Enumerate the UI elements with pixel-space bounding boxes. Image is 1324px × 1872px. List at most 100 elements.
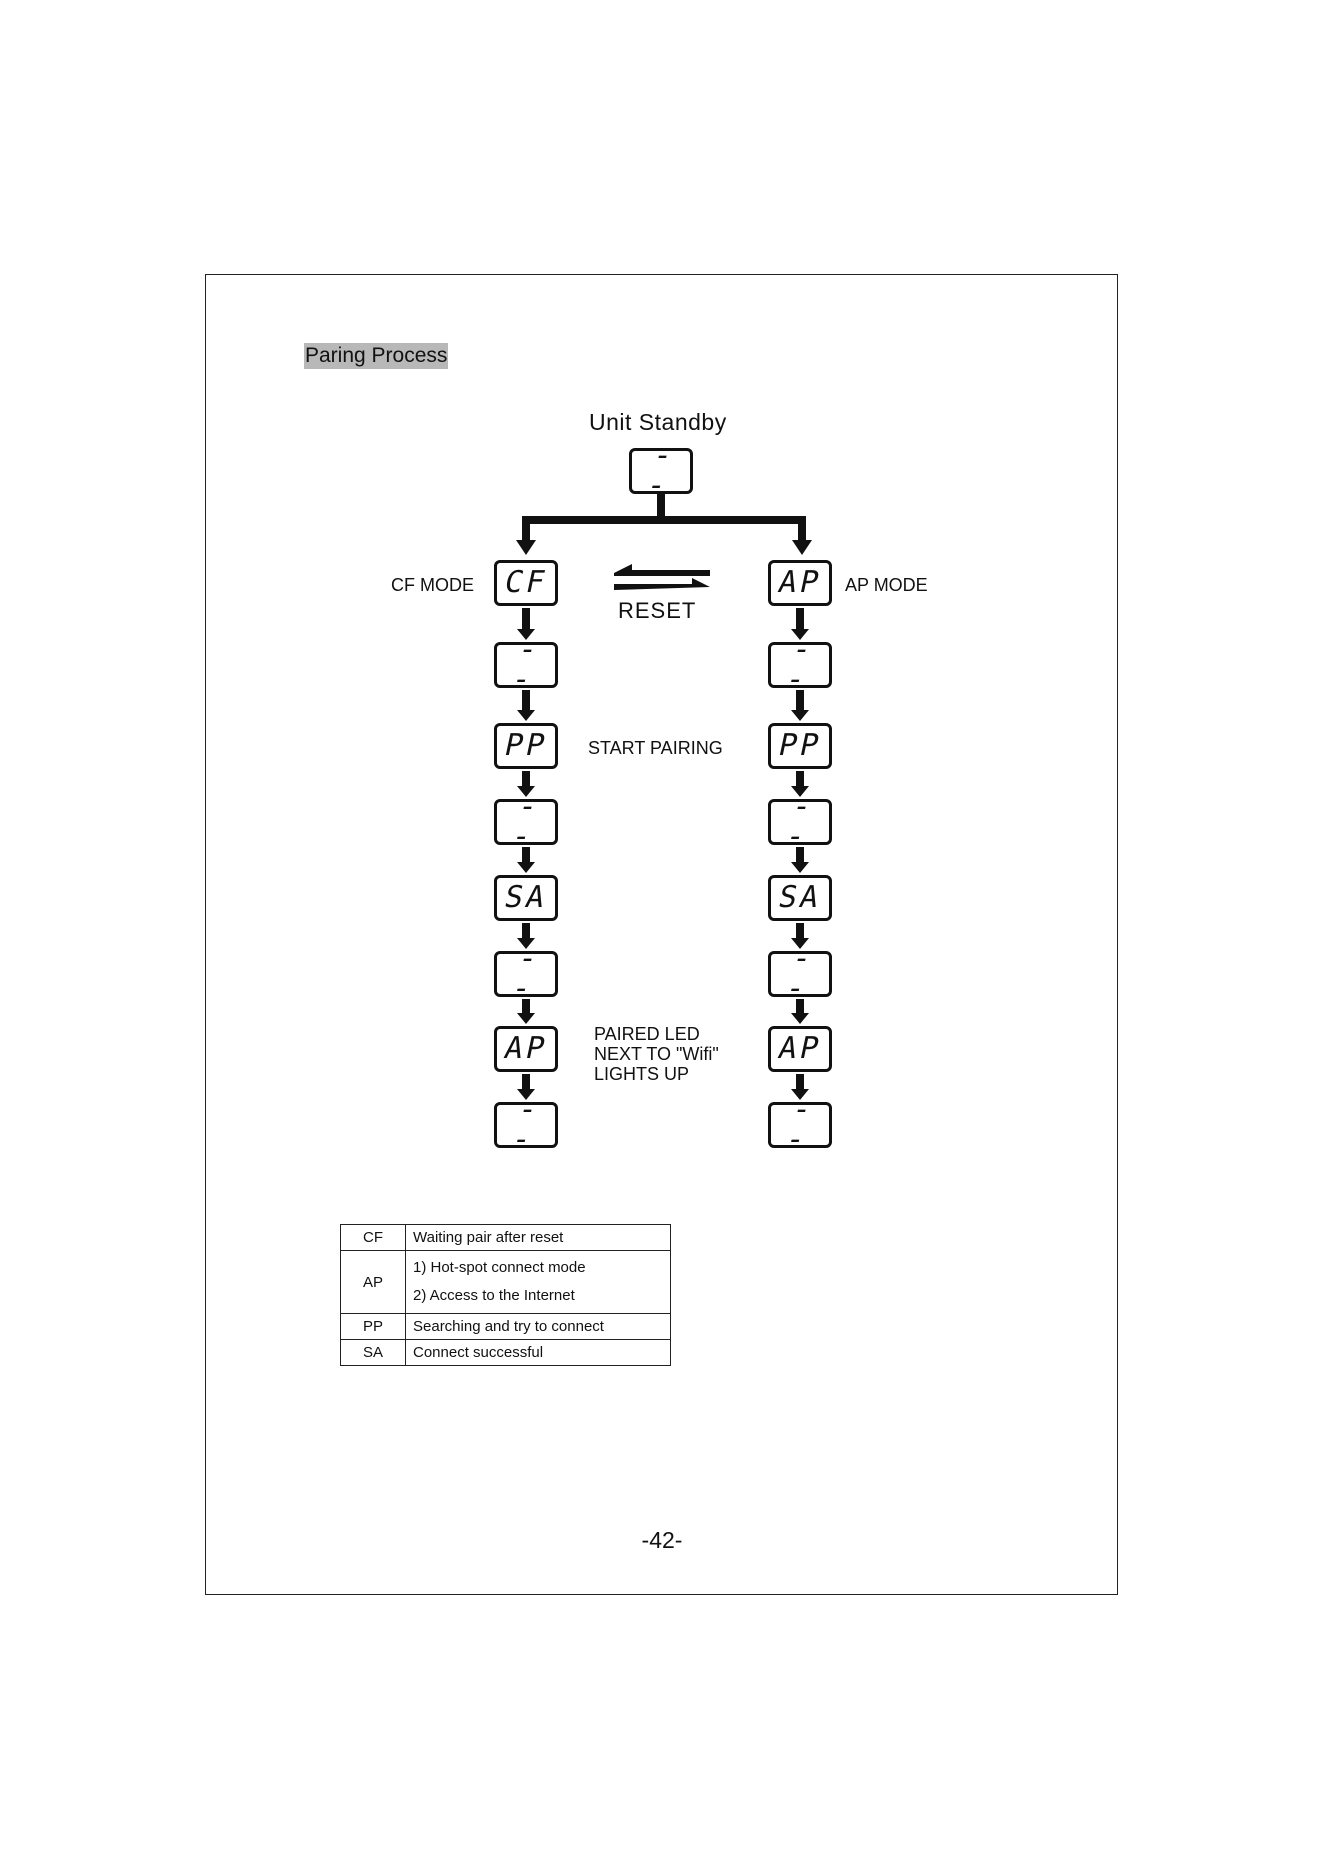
right-display-value: - - <box>782 941 818 1006</box>
right-display-value: AP <box>775 1031 825 1066</box>
right-flow-arrow-stem <box>796 771 804 787</box>
right-display-4: - - <box>768 789 832 854</box>
start-pairing-label: START PAIRING <box>588 738 723 758</box>
reset-arrow-right <box>614 578 710 590</box>
right-display-value: - - <box>782 1092 818 1157</box>
right-display-5: SA <box>768 875 832 921</box>
left-display-value: AP <box>501 1031 551 1066</box>
root-label: Unit Standby <box>589 409 727 435</box>
left-display-3: PP <box>494 723 558 769</box>
paired-led-label: PAIRED LED NEXT TO "Wifi" LIGHTS UP <box>594 1024 719 1084</box>
left-flow-arrow-stem <box>522 771 530 787</box>
branch-bar <box>522 516 806 524</box>
right-flow-arrow-stem <box>796 999 804 1014</box>
legend-description: Connect successful <box>405 1339 671 1366</box>
legend-description: Waiting pair after reset <box>405 1224 671 1251</box>
branch-left-arrowhead <box>516 540 536 555</box>
right-flow-arrowhead <box>791 938 809 949</box>
right-flow-arrowhead <box>791 1089 809 1100</box>
right-display-value: - - <box>782 789 818 854</box>
left-flow-arrowhead <box>517 786 535 797</box>
right-flow-arrowhead <box>791 1013 809 1024</box>
paired-led-line-2: NEXT TO "Wifi" <box>594 1044 719 1064</box>
root-stem <box>657 494 665 522</box>
right-display-1: AP <box>768 560 832 606</box>
legend-description-line: 2) Access to the Internet <box>413 1287 575 1304</box>
right-flow-arrow-stem <box>796 608 804 630</box>
left-display-5: SA <box>494 875 558 921</box>
legend-row: PP Searching and try to connect <box>340 1313 671 1340</box>
right-display-value: SA <box>775 880 825 915</box>
left-display-value: PP <box>501 728 551 763</box>
left-display-1: CF <box>494 560 558 606</box>
legend-row: AP 1) Hot-spot connect mode 2) Access to t… <box>340 1250 671 1314</box>
branch-left-drop <box>522 516 530 546</box>
left-flow-arrowhead <box>517 1013 535 1024</box>
paired-led-line-1: PAIRED LED <box>594 1024 700 1044</box>
right-flow-arrowhead <box>791 629 809 640</box>
reset-arrow-left <box>614 564 710 576</box>
left-display-4: - - <box>494 789 558 854</box>
right-flow-arrow-stem <box>796 690 804 711</box>
left-display-7: AP <box>494 1026 558 1072</box>
legend-row: CF Waiting pair after reset <box>340 1224 671 1251</box>
legend-description-line: Waiting pair after reset <box>413 1229 564 1246</box>
right-flow-arrowhead <box>791 710 809 721</box>
left-display-value: CF <box>501 565 551 600</box>
left-display-value: SA <box>501 880 551 915</box>
legend-code: AP <box>340 1250 406 1314</box>
left-flow-arrow-stem <box>522 923 530 939</box>
left-flow-arrowhead <box>517 710 535 721</box>
right-flow-arrow-stem <box>796 1074 804 1090</box>
legend-code: SA <box>340 1339 406 1366</box>
left-display-value: - - <box>508 941 544 1006</box>
left-display-value: - - <box>508 1092 544 1157</box>
left-display-2: - - <box>494 632 558 697</box>
root-display-value: - - <box>643 438 679 503</box>
right-display-value: - - <box>782 632 818 697</box>
left-display-8: - - <box>494 1092 558 1157</box>
right-flow-arrow-stem <box>796 847 804 863</box>
right-display-8: - - <box>768 1092 832 1157</box>
left-flow-arrowhead <box>517 938 535 949</box>
left-flow-arrow-stem <box>522 1074 530 1090</box>
page-frame <box>205 274 1118 1595</box>
right-flow-arrowhead <box>791 786 809 797</box>
page-number: -42- <box>641 1527 683 1553</box>
page-title: Paring Process <box>304 343 449 369</box>
left-flow-arrowhead <box>517 862 535 873</box>
right-display-6: - - <box>768 941 832 1006</box>
paired-led-line-3: LIGHTS UP <box>594 1064 690 1084</box>
reset-label: RESET <box>618 598 697 623</box>
left-flow-arrow-stem <box>522 690 530 711</box>
right-display-7: AP <box>768 1026 832 1072</box>
right-display-2: - - <box>768 632 832 697</box>
legend-code: PP <box>340 1313 406 1340</box>
left-flow-arrow-stem <box>522 608 530 630</box>
right-display-value: AP <box>775 565 825 600</box>
legend-description: 1) Hot-spot connect mode 2) Access to the… <box>405 1250 671 1314</box>
legend-description: Searching and try to connect <box>405 1313 671 1340</box>
branch-right-drop <box>798 516 806 546</box>
cf-mode-label: CF MODE <box>391 575 474 595</box>
ap-mode-label: AP MODE <box>845 575 928 595</box>
root-display: - - <box>629 438 693 503</box>
legend-row: SA Connect successful <box>340 1339 671 1366</box>
legend-description-line: 1) Hot-spot connect mode <box>413 1259 586 1276</box>
right-display-value: PP <box>775 728 825 763</box>
right-flow-arrowhead <box>791 862 809 873</box>
right-flow-arrow-stem <box>796 923 804 939</box>
branch-right-arrowhead <box>792 540 812 555</box>
legend-code: CF <box>340 1224 406 1251</box>
left-display-value: - - <box>508 632 544 697</box>
left-flow-arrow-stem <box>522 847 530 863</box>
left-display-value: - - <box>508 789 544 854</box>
left-flow-arrowhead <box>517 629 535 640</box>
right-display-3: PP <box>768 723 832 769</box>
left-flow-arrow-stem <box>522 999 530 1014</box>
legend-description-line: Connect successful <box>413 1344 544 1361</box>
left-display-6: - - <box>494 941 558 1006</box>
legend-description-line: Searching and try to connect <box>413 1318 604 1335</box>
